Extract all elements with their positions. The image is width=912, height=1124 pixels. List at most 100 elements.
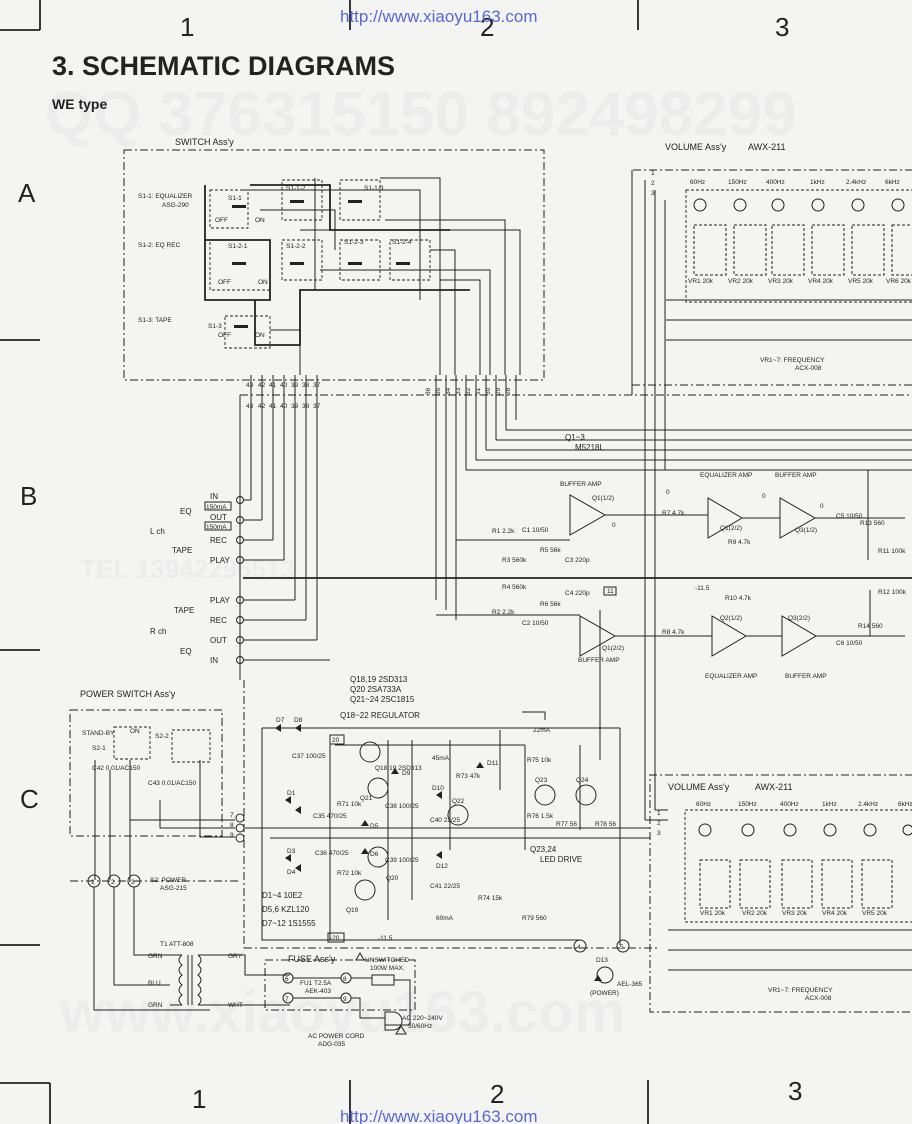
svg-text:1kHz: 1kHz [822,801,837,808]
svg-text:VR4 20k: VR4 20k [822,910,848,917]
svg-text:Q24: Q24 [576,777,589,784]
svg-text:(POWER): (POWER) [590,990,619,997]
page-subtitle: WE type [52,96,107,112]
svg-text:43: 43 [246,403,254,410]
svg-text:R71 10k: R71 10k [337,801,362,808]
svg-text:ON: ON [258,279,268,286]
svg-text:ACX-008: ACX-008 [795,365,822,372]
svg-text:AEK-403: AEK-403 [305,988,331,995]
svg-text:Q3(1/2): Q3(1/2) [795,527,817,534]
svg-text:VR5 20k: VR5 20k [862,910,888,917]
svg-text:C43 0.01/AC150: C43 0.01/AC150 [148,780,196,787]
grid-col-1-bottom: 1 [192,1084,206,1114]
svg-text:32: 32 [465,387,472,395]
svg-text:D6: D6 [370,851,379,858]
svg-text:1: 1 [651,170,655,177]
svg-text:6: 6 [285,976,289,983]
svg-text:IN: IN [210,492,218,501]
svg-text:1: 1 [657,810,661,817]
svg-text:R3 560k: R3 560k [502,557,527,564]
svg-text:30: 30 [485,387,492,395]
svg-text:IN: IN [210,656,218,665]
svg-text:BUFFER AMP: BUFFER AMP [578,657,620,664]
svg-text:R73 47k: R73 47k [456,773,481,780]
svg-text:2.4kHz: 2.4kHz [846,179,866,186]
svg-text:VR1~7: FREQUENCY: VR1~7: FREQUENCY [760,357,825,364]
svg-text:VR2 20k: VR2 20k [742,910,768,917]
s1-2-label: S1-2: EQ REC [138,242,181,249]
svg-text:ON: ON [130,728,140,735]
main-wiring [239,170,912,820]
svg-text:33: 33 [455,387,462,395]
svg-text:R12 100k: R12 100k [878,589,907,596]
amplifier-section: Q1~3 M5218L BUFFER AMP EQUALIZER AMP BUF… [436,433,907,680]
svg-text:OFF: OFF [215,217,228,224]
svg-text:1kHz: 1kHz [810,179,825,186]
svg-text:Q3(2/2): Q3(2/2) [788,615,810,622]
svg-text:Q1(2/2): Q1(2/2) [602,645,624,652]
svg-text:VR1 20k: VR1 20k [700,910,726,917]
svg-text:3: 3 [651,190,655,197]
svg-text:R9 4.7k: R9 4.7k [728,539,751,546]
svg-text:C5 10/50: C5 10/50 [836,513,863,520]
svg-text:D9: D9 [402,770,411,777]
volume-assembly-top: VOLUME Ass'y AWX-211 60Hz 150Hz 400Hz 1k… [631,142,912,386]
svg-text:BUFFER AMP: BUFFER AMP [775,472,817,479]
svg-text:R74 15k: R74 15k [478,895,503,902]
svg-text:D5: D5 [370,823,379,830]
svg-text:C2 10/50: C2 10/50 [522,620,549,627]
svg-text:D10: D10 [432,785,444,792]
svg-text:R10 4.7k: R10 4.7k [725,595,752,602]
svg-text:20: 20 [332,737,340,744]
svg-text:R72 10k: R72 10k [337,870,362,877]
regulator-section: Q18,19 2SD313 Q20 2SA733A Q21~24 2SC1815… [245,610,650,997]
svg-text:STAND-BY: STAND-BY [82,730,115,737]
svg-text:AWX-211: AWX-211 [748,142,786,152]
svg-text:VR4 20k: VR4 20k [808,278,834,285]
svg-text:8: 8 [343,976,347,983]
svg-text:0: 0 [762,493,766,500]
svg-text:150Hz: 150Hz [728,179,747,186]
svg-text:Q20 2SA733A: Q20 2SA733A [350,685,402,694]
svg-text:S1-2-1: S1-2-1 [228,243,248,250]
svg-text:L ch: L ch [150,527,165,536]
s1-1-part: ASG-290 [162,202,189,209]
svg-text:C1 10/50: C1 10/50 [522,527,549,534]
svg-text:S1-2-3: S1-2-3 [344,239,364,246]
svg-text:R14 560: R14 560 [858,623,883,630]
svg-text:R13 560: R13 560 [860,520,885,527]
svg-text:REC: REC [210,536,227,545]
svg-text:60Hz: 60Hz [690,179,705,186]
svg-text:BUFFER AMP: BUFFER AMP [560,481,602,488]
svg-text:PLAY: PLAY [210,556,231,565]
svg-text:R4 560k: R4 560k [502,584,527,591]
svg-text:C3 220p: C3 220p [565,557,590,564]
svg-text:R8 4.7k: R8 4.7k [662,629,685,636]
svg-text:OUT: OUT [210,636,227,645]
grid-col-2-bottom: 2 [490,1079,504,1109]
svg-text:31: 31 [475,387,482,395]
svg-text:AWX-211: AWX-211 [755,782,793,792]
svg-text:OFF: OFF [218,332,231,339]
svg-text:150Hz: 150Hz [738,801,757,808]
volume-assembly-bottom: VOLUME Ass'y AWX-211 60Hz 150Hz 400Hz 1k… [645,774,912,1013]
switch-pins: 43 42 41 40 39 38 37 43 42 41 40 39 38 3… [246,382,512,410]
svg-text:TAPE: TAPE [174,606,194,615]
svg-text:28: 28 [505,387,512,395]
source-url-bottom: http://www.xiaoyu163.com [340,1107,537,1124]
svg-text:REC: REC [210,616,227,625]
grid-col-2: 2 [480,12,494,42]
grid-row-a: A [18,178,36,208]
svg-text:400Hz: 400Hz [766,179,785,186]
svg-text:S1-1: S1-1 [228,195,242,202]
svg-text:60Hz: 60Hz [696,801,711,808]
svg-text:7: 7 [230,812,234,819]
svg-text:0: 0 [820,503,824,510]
svg-text:2: 2 [111,879,115,886]
svg-text:R6 56k: R6 56k [540,601,561,608]
svg-text:11: 11 [607,588,614,595]
grid-col-1: 1 [180,12,194,42]
svg-text:8: 8 [230,822,234,829]
page-frame [0,0,649,1124]
svg-text:6kHz: 6kHz [885,179,900,186]
